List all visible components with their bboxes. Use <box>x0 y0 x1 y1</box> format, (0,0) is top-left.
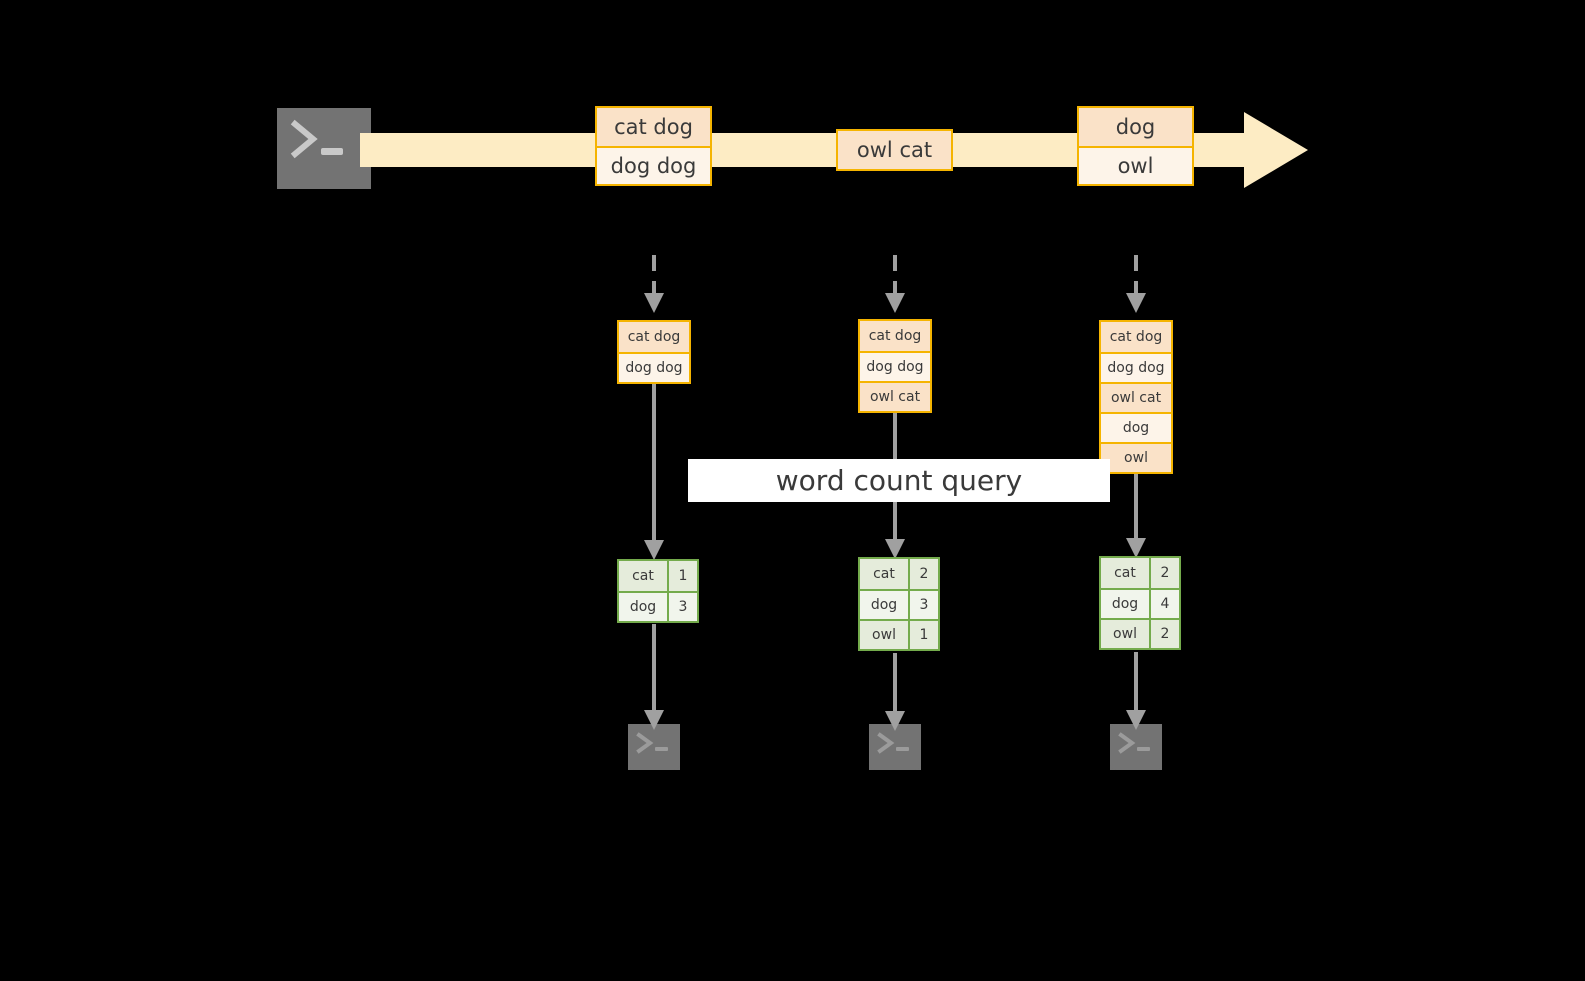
sink-connector-t2 <box>885 653 905 731</box>
result-word: cat <box>1101 558 1149 588</box>
event-line: dog dog <box>597 146 710 184</box>
query-connector-t1 <box>644 384 664 560</box>
sink-terminal-icon-t3 <box>1101 715 1171 779</box>
event-line: cat dog <box>597 108 710 146</box>
result-count: 2 <box>1149 620 1179 648</box>
input-stack-t1: cat dog dog dog <box>617 320 691 384</box>
input-stack-t3: cat dog dog dog owl cat dog owl <box>1099 320 1173 474</box>
input-row: dog dog <box>619 352 689 382</box>
event-line: dog <box>1079 108 1192 146</box>
timeline-event-batch-3: dog owl <box>1077 106 1194 186</box>
table-row: dog 4 <box>1101 588 1179 618</box>
input-row: owl cat <box>1101 382 1171 412</box>
dashed-connector-t1 <box>644 255 664 313</box>
table-row: dog 3 <box>619 591 697 621</box>
input-row: owl <box>1101 442 1171 472</box>
table-row: cat 2 <box>1101 558 1179 588</box>
result-word: owl <box>860 621 908 649</box>
result-count: 2 <box>1149 558 1179 588</box>
query-label: word count query <box>688 459 1110 502</box>
result-count: 3 <box>667 593 697 621</box>
result-word: dog <box>860 591 908 619</box>
result-word: dog <box>1101 590 1149 618</box>
table-row: cat 2 <box>860 559 938 589</box>
input-row: dog <box>1101 412 1171 442</box>
result-table-t3: cat 2 dog 4 owl 2 <box>1099 556 1181 650</box>
prompt-glyph <box>636 732 668 754</box>
result-word: owl <box>1101 620 1149 648</box>
result-word: cat <box>860 559 908 589</box>
prompt-glyph <box>290 119 343 159</box>
input-row: owl cat <box>860 381 930 411</box>
source-terminal-icon <box>268 99 380 198</box>
result-table-t1: cat 1 dog 3 <box>617 559 699 623</box>
query-connector-t3 <box>1126 474 1146 558</box>
table-row: cat 1 <box>619 561 697 591</box>
sink-connector-t3 <box>1126 652 1146 730</box>
event-line: owl <box>1079 146 1192 184</box>
result-count: 2 <box>908 559 938 589</box>
input-row: dog dog <box>860 351 930 381</box>
table-row: dog 3 <box>860 589 938 619</box>
input-row: cat dog <box>1101 322 1171 352</box>
table-row: owl 1 <box>860 619 938 649</box>
prompt-glyph <box>877 732 909 754</box>
sink-terminal-icon-t1 <box>619 715 689 779</box>
event-line: owl cat <box>838 131 951 169</box>
prompt-glyph <box>1118 732 1150 754</box>
sink-connector-t1 <box>644 624 664 730</box>
result-count: 4 <box>1149 590 1179 618</box>
sink-terminal-icon-t2 <box>860 715 930 779</box>
result-count: 1 <box>667 561 697 591</box>
dashed-connector-t2 <box>885 255 905 313</box>
result-word: dog <box>619 593 667 621</box>
timeline-event-batch-1: cat dog dog dog <box>595 106 712 186</box>
event-stream-arrow <box>360 112 1308 188</box>
dashed-connector-t3 <box>1126 255 1146 313</box>
result-table-t2: cat 2 dog 3 owl 1 <box>858 557 940 651</box>
input-row: dog dog <box>1101 352 1171 382</box>
result-word: cat <box>619 561 667 591</box>
result-count: 1 <box>908 621 938 649</box>
input-row: cat dog <box>619 322 689 352</box>
table-row: owl 2 <box>1101 618 1179 648</box>
result-count: 3 <box>908 591 938 619</box>
timeline-event-batch-2: owl cat <box>836 129 953 171</box>
input-stack-t2: cat dog dog dog owl cat <box>858 319 932 413</box>
input-row: cat dog <box>860 321 930 351</box>
